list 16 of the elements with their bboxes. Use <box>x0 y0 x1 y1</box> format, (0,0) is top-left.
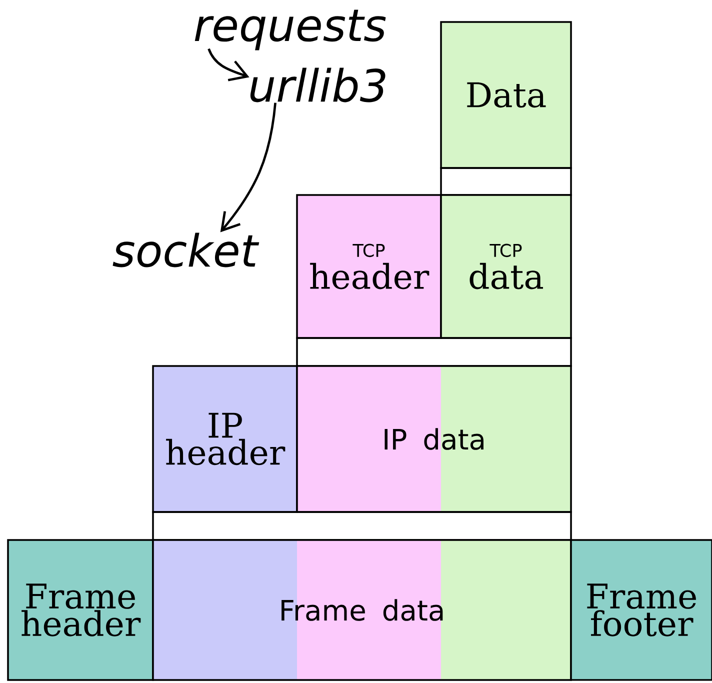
handwritten-label: requests <box>194 10 386 50</box>
spacer-box <box>440 167 572 196</box>
arrow <box>208 48 250 82</box>
layer-box: IP header <box>152 365 298 513</box>
layer-box: Frame footer <box>570 539 712 681</box>
layer-box: Frame header <box>7 539 154 681</box>
layer-box: IP data <box>296 365 572 513</box>
spacer-box <box>296 337 572 367</box>
layer-box: TCP data <box>440 194 572 339</box>
layer-box: Frame data <box>152 539 572 681</box>
layer-box: TCP header <box>296 194 442 339</box>
arrow <box>220 102 276 232</box>
spacer-box <box>152 511 572 541</box>
layer-box: Data <box>440 21 572 169</box>
handwritten-label: socket <box>112 232 260 268</box>
handwritten-label: urllib3 <box>250 68 386 102</box>
